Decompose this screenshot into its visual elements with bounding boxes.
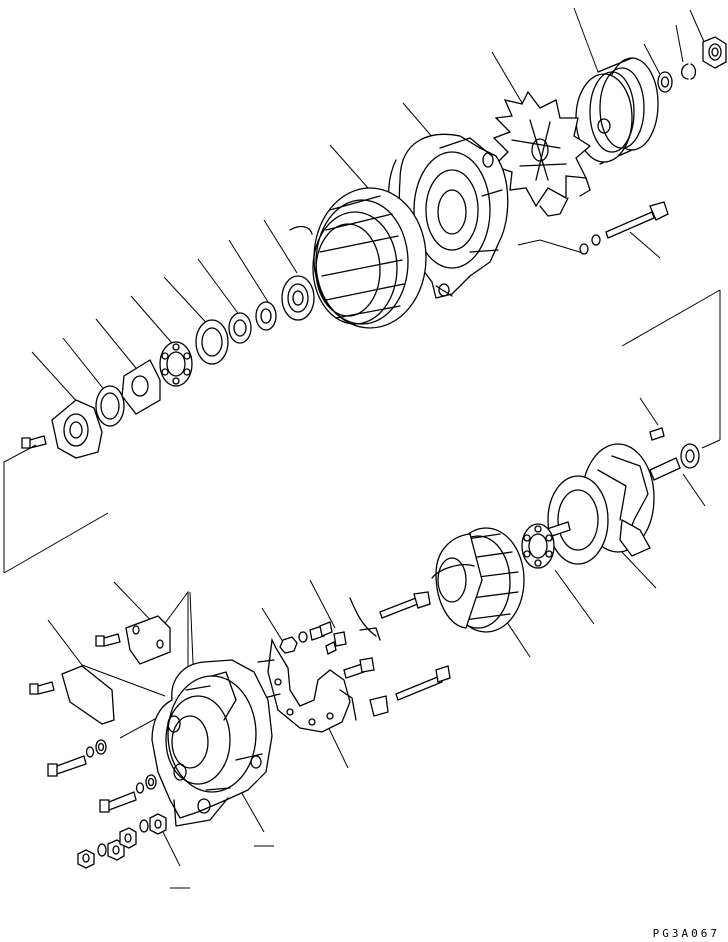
terminal-cover	[126, 616, 170, 664]
shaft-collar	[681, 444, 699, 468]
pulley-washer	[658, 72, 672, 92]
cooling-fan	[494, 92, 590, 216]
regulator	[370, 666, 450, 716]
drawing-code: PG3A067	[652, 927, 720, 940]
rear-stator-housing	[432, 528, 524, 632]
frame-bolt-2	[100, 775, 156, 812]
spring-washer	[682, 64, 696, 79]
through-bolt-middle	[380, 592, 430, 618]
diode-bolt	[344, 658, 374, 678]
gasket	[96, 386, 124, 426]
pulley	[575, 58, 658, 164]
cover-plate	[122, 360, 160, 414]
spacer-ring	[256, 302, 276, 330]
terminal-nut-stack	[78, 814, 166, 868]
terminal-hardware	[280, 622, 346, 654]
frame-bolt-1	[48, 740, 106, 776]
rotor-bearing	[522, 524, 554, 568]
cover-screw-1	[96, 634, 120, 646]
rear-end-frame	[152, 660, 272, 826]
stator	[290, 188, 426, 328]
bearing-retainer	[196, 320, 228, 364]
access-cover	[62, 666, 114, 724]
cover-screw-2	[30, 682, 54, 694]
rear-bearing	[160, 342, 192, 386]
oil-seal	[229, 313, 251, 343]
front-bearing	[282, 276, 314, 320]
through-bolt-upper	[580, 202, 668, 254]
woodruff-key	[650, 428, 664, 440]
end-cover	[52, 400, 102, 458]
cover-bolt	[22, 436, 46, 448]
retaining-clip	[350, 598, 380, 640]
pulley-nut	[703, 37, 726, 68]
rectifier	[258, 640, 356, 732]
rotor	[543, 444, 680, 564]
